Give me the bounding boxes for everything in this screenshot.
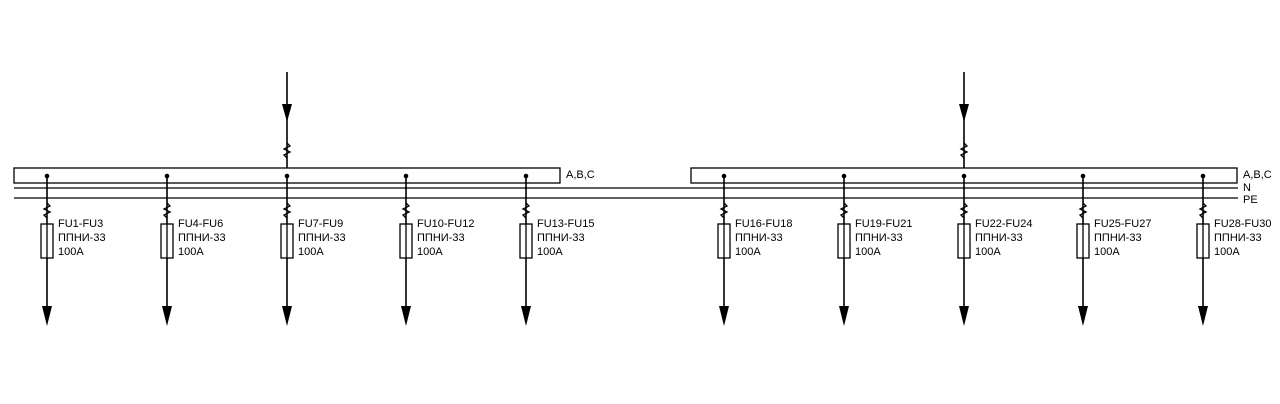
cable-break-icon xyxy=(162,202,172,219)
incomer-right-break-icon xyxy=(959,142,969,159)
outgoing-arrow-icon xyxy=(1198,306,1208,326)
fuse-id-label: FU7-FU9 xyxy=(298,218,343,230)
fuse-type-label: ППНИ-33 xyxy=(735,232,783,244)
fuse-id-label: FU19-FU21 xyxy=(855,218,912,230)
phase-bus-label-right: A,B,C xyxy=(1243,169,1272,181)
fuse-rating-label: 100A xyxy=(1214,246,1240,258)
fuse-id-label: FU16-FU18 xyxy=(735,218,792,230)
outgoing-arrow-icon xyxy=(42,306,52,326)
cable-break-icon xyxy=(839,202,849,219)
outgoing-arrow-icon xyxy=(1078,306,1088,326)
fuse-type-label: ППНИ-33 xyxy=(537,232,585,244)
fuse-id-label: FU4-FU6 xyxy=(178,218,223,230)
outgoing-arrow-icon xyxy=(401,306,411,326)
fuse-id-label: FU1-FU3 xyxy=(58,218,103,230)
fuse-type-label: ППНИ-33 xyxy=(1094,232,1142,244)
fuse-id-label: FU22-FU24 xyxy=(975,218,1032,230)
fuse-rating-label: 100A xyxy=(298,246,324,258)
fuse-type-label: ППНИ-33 xyxy=(178,232,226,244)
cable-break-icon xyxy=(719,202,729,219)
cable-break-icon xyxy=(1078,202,1088,219)
cable-break-icon xyxy=(959,202,969,219)
cable-break-icon xyxy=(521,202,531,219)
fuse-type-label: ППНИ-33 xyxy=(298,232,346,244)
fuse-rating-label: 100A xyxy=(58,246,84,258)
incomer-left-break-icon xyxy=(282,142,292,159)
neutral-label: N xyxy=(1243,182,1251,194)
outgoing-arrow-icon xyxy=(282,306,292,326)
outgoing-arrow-icon xyxy=(162,306,172,326)
fuse-type-label: ППНИ-33 xyxy=(417,232,465,244)
fuse-id-label: FU25-FU27 xyxy=(1094,218,1151,230)
cable-break-icon xyxy=(401,202,411,219)
fuse-rating-label: 100A xyxy=(975,246,1001,258)
pe-label: PE xyxy=(1243,194,1258,206)
cable-break-icon xyxy=(42,202,52,219)
incomer-right-arrow-icon xyxy=(959,104,969,122)
cable-break-icon xyxy=(282,202,292,219)
phase-bus-label-left: A,B,C xyxy=(566,169,595,181)
incomer-right xyxy=(959,72,969,168)
outgoing-arrow-icon xyxy=(521,306,531,326)
fuse-rating-label: 100A xyxy=(855,246,881,258)
fuse-rating-label: 100A xyxy=(417,246,443,258)
incomer-left-arrow-icon xyxy=(282,104,292,122)
fuse-type-label: ППНИ-33 xyxy=(975,232,1023,244)
fuse-id-label: FU28-FU30 xyxy=(1214,218,1271,230)
feeder-group: FU1-FU3ППНИ-33100AFU4-FU6ППНИ-33100AFU7-… xyxy=(40,173,1271,326)
fuse-id-label: FU10-FU12 xyxy=(417,218,474,230)
outgoing-arrow-icon xyxy=(959,306,969,326)
fuse-type-label: ППНИ-33 xyxy=(1214,232,1262,244)
outgoing-arrow-icon xyxy=(839,306,849,326)
fuse-rating-label: 100A xyxy=(735,246,761,258)
fuse-rating-label: 100A xyxy=(537,246,563,258)
cable-break-icon xyxy=(1198,202,1208,219)
fuse-rating-label: 100A xyxy=(1094,246,1120,258)
outgoing-arrow-icon xyxy=(719,306,729,326)
incomer-left xyxy=(282,72,292,168)
fuse-type-label: ППНИ-33 xyxy=(58,232,106,244)
fuse-id-label: FU13-FU15 xyxy=(537,218,594,230)
fuse-rating-label: 100A xyxy=(178,246,204,258)
fuse-type-label: ППНИ-33 xyxy=(855,232,903,244)
